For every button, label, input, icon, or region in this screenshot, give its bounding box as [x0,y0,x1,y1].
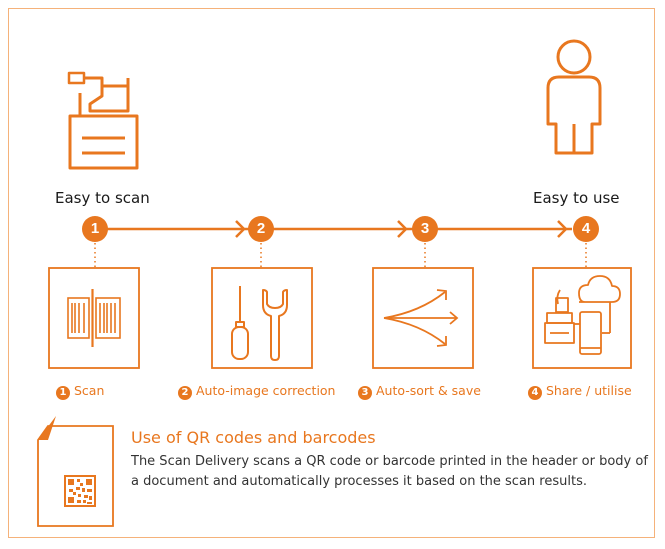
qr-code-icon [64,475,96,507]
step-badge-number-2: 2 [256,220,266,237]
step-label-number-3: 3 [358,386,372,400]
cloud-devices-icon [544,275,621,355]
step-label-3: 3 Auto-sort & save [358,383,481,400]
step-label-number-4: 4 [528,386,542,400]
step-boxes [48,267,632,369]
step-box-4 [532,267,632,369]
step-badge-2 [248,216,274,242]
scan-barcode-icon [67,289,121,347]
step-label-text-3: Auto-sort & save [376,383,481,398]
qr-section-title: Use of QR codes and barcodes [131,428,376,447]
qr-document-icon [37,416,114,527]
step-badges [82,216,599,242]
step-badge-number-4: 4 [581,220,591,237]
step-label-1: 1 Scan [56,383,104,400]
step-box-3 [372,267,474,369]
person-icon [546,39,602,155]
printer-icon [67,71,139,170]
easy-to-scan-label: Easy to scan [55,189,150,207]
connectors [94,243,587,268]
screwdriver-wrench-icon [231,286,288,361]
step-box-1 [48,267,140,369]
step-label-text-2: Auto-image correction [196,383,336,398]
step-badge-number-3: 3 [420,220,430,237]
step-label-4: 4 Share / utilise [528,383,632,400]
step-label-number-1: 1 [56,386,70,400]
easy-to-use-label: Easy to use [533,189,620,207]
step-label-2: 2 Auto-image correction [178,383,335,400]
step-label-text-4: Share / utilise [546,383,632,398]
step-badge-1 [82,216,108,242]
step-label-text-1: Scan [74,383,105,398]
qr-section-description: The Scan Delivery scans a QR code or bar… [131,454,648,489]
step-box-2 [211,267,313,369]
diagram-frame [8,8,655,538]
step-label-number-2: 2 [178,386,192,400]
step-badge-number-1: 1 [90,220,100,237]
branching-arrows-icon [383,289,459,347]
step-badge-4 [573,216,599,242]
step-badge-3 [412,216,438,242]
timeline [94,220,572,238]
